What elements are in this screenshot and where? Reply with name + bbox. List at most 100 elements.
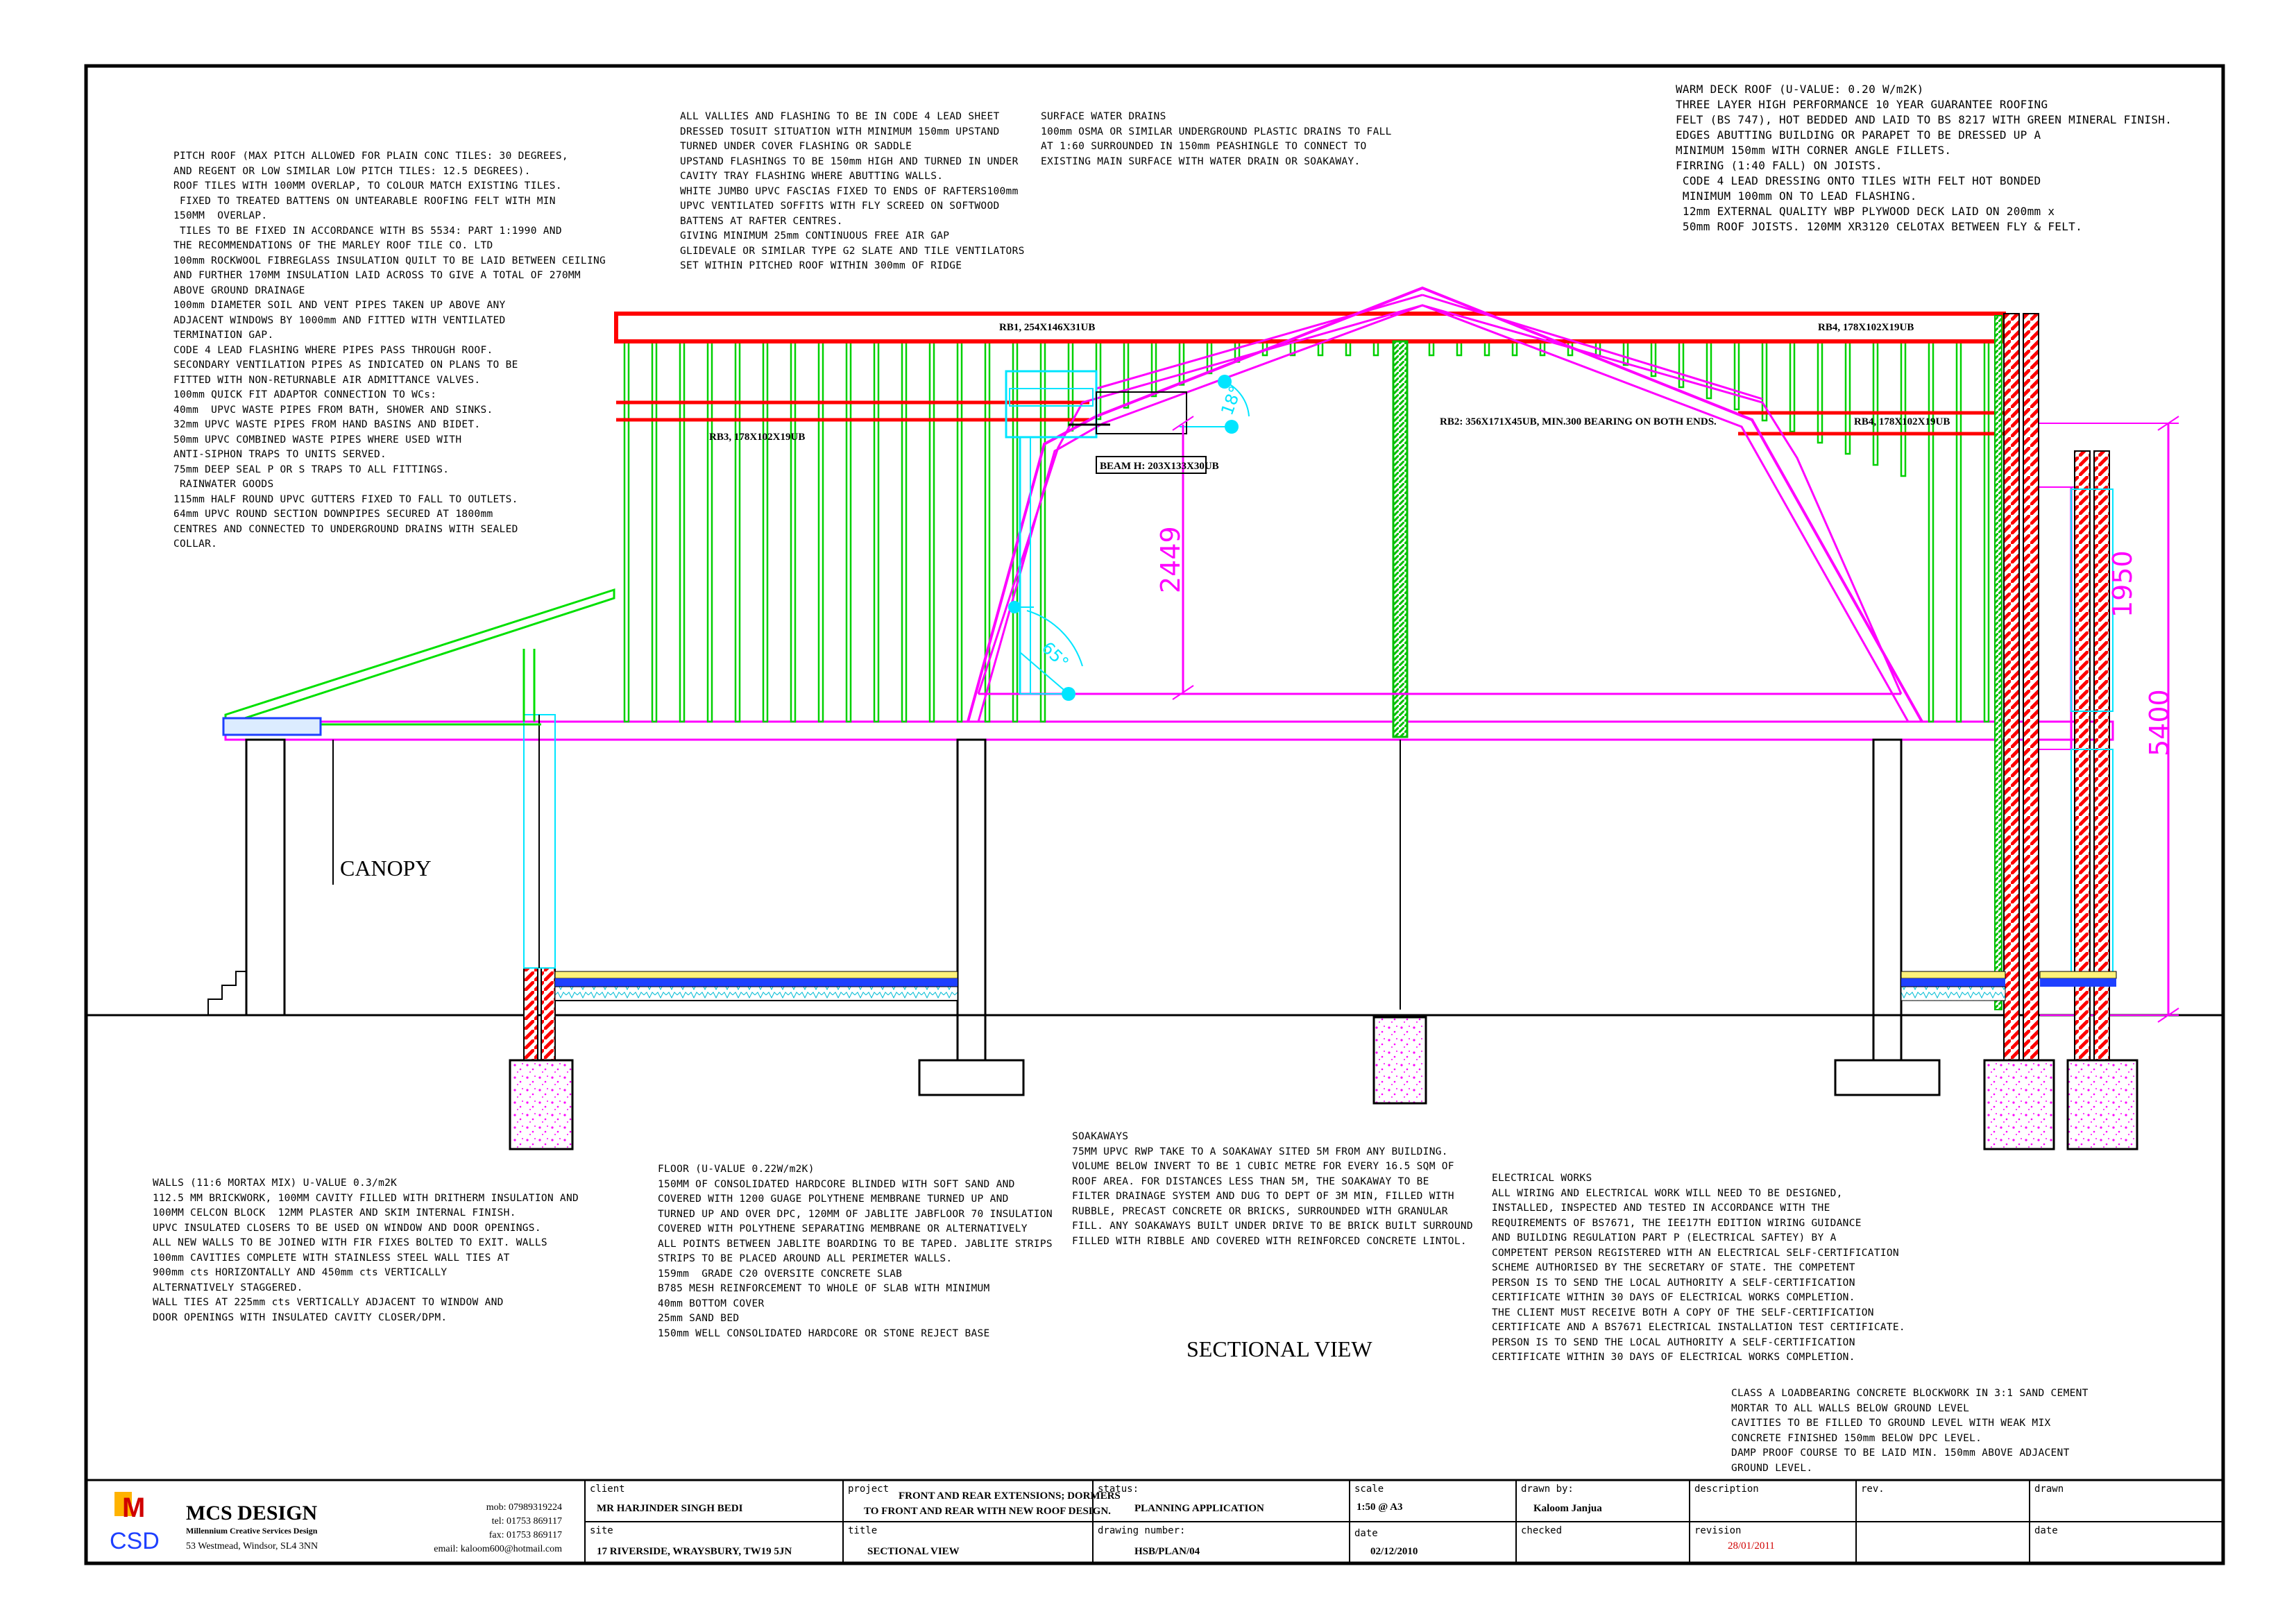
- note-line: COMPETENT PERSON REGISTERED WITH AN ELEC…: [1492, 1247, 1899, 1259]
- note-line: DOOR OPENINGS WITH INSULATED CAVITY CLOS…: [153, 1311, 448, 1323]
- logo-m: M: [122, 1493, 145, 1523]
- label-canopy: CANOPY: [340, 856, 432, 881]
- note-line: ELECTRICAL WORKS: [1492, 1173, 1592, 1184]
- floor-slab-front: [554, 971, 958, 1001]
- central-post: [1392, 340, 1409, 738]
- stud: [1012, 340, 1019, 723]
- client-value: MR HARJINDER SINGH BEDI: [597, 1503, 743, 1514]
- note-line: ANTI-SIPHON TRAPS TO UNITS SERVED.: [173, 449, 387, 460]
- stud: [1817, 340, 1823, 444]
- stud: [1622, 340, 1629, 366]
- stud: [1955, 340, 1962, 723]
- label-rb2: RB2: 356X171X45UB, MIN.300 BEARING ON BO…: [1440, 416, 1717, 427]
- note-line: CERTIFICATE WITHIN 30 DAYS OF ELECTRICAL…: [1492, 1292, 1855, 1303]
- note-line: SURFACE WATER DRAINS: [1041, 111, 1166, 122]
- note-line: WHITE JUMBO UPVC FASCIAS FIXED TO ENDS O…: [680, 185, 1019, 197]
- note-line: UPVC VENTILATED SOFFITS WITH FLY SCREED …: [680, 201, 1000, 212]
- note-line: CONCRETE FINISHED 150mm BELOW DPC LEVEL.: [1731, 1432, 1982, 1444]
- dim-node-2: [1008, 601, 1021, 613]
- note-line: ABOVE GROUND DRAINAGE: [173, 284, 305, 296]
- notes-pitch-roof: PITCH ROOF (MAX PITCH ALLOWED FOR PLAIN …: [173, 149, 606, 552]
- note-line: ALL NEW WALLS TO BE JOINED WITH FIR FIXE…: [153, 1237, 547, 1248]
- note-line: 100mm CAVITIES COMPLETE WITH STAINLESS S…: [153, 1252, 510, 1264]
- note-line: SECONDARY VENTILATION PIPES AS INDICATED…: [173, 359, 518, 371]
- note-line: FILTER DRAINAGE SYSTEM AND DUG TO DEPT O…: [1072, 1191, 1454, 1202]
- note-line: AT 1:60 SURROUNDED IN 150mm PEASHINGLE T…: [1041, 141, 1367, 152]
- canopy-gutter: [222, 717, 322, 736]
- roof-rafter-left: [1096, 294, 1423, 390]
- note-line: VOLUME BELOW INVERT TO BE 1 CUBIC METRE …: [1072, 1161, 1454, 1172]
- stud: [623, 340, 630, 723]
- client-head: client: [590, 1484, 625, 1495]
- revision-value: 28/01/2011: [1728, 1540, 1775, 1552]
- note-line: UPSTAND FLASHINGS TO BE 150mm HIGH AND T…: [680, 155, 1019, 167]
- note-line: 25mm SAND BED: [658, 1313, 740, 1324]
- stud: [706, 340, 713, 723]
- roof-rafter-right: [1422, 294, 1763, 400]
- rear-window-upper: [2070, 488, 2114, 712]
- dim-node-1: [1062, 687, 1075, 701]
- label-rb4-top: RB4, 178X102X19UB: [1818, 322, 1914, 333]
- notes-valleys: ALL VALLIES AND FLASHING TO BE IN CODE 4…: [680, 110, 1055, 274]
- note-line: EXISTING MAIN SURFACE WITH WATER DRAIN O…: [1041, 155, 1361, 167]
- stud: [873, 340, 880, 723]
- site-value: 17 RIVERSIDE, WRAYSBURY, TW19 5JN: [597, 1546, 792, 1557]
- notes-warm-deck: WARM DECK ROOF (U-VALUE: 0.20 W/m2K) THRE…: [1676, 82, 2217, 235]
- front-steps: [207, 971, 246, 1015]
- note-line: INSTALLED, INSPECTED AND TESTED IN ACCOR…: [1492, 1203, 1830, 1214]
- roof-ceiling-line: [977, 304, 1903, 695]
- dormer-lintel: [1009, 388, 1094, 407]
- note-line: REQUIREMENTS OF BS7671, THE IEE17TH EDIT…: [1492, 1217, 1862, 1229]
- note-line: ALL POINTS BETWEEN JABLITE BOARDING TO B…: [658, 1238, 1053, 1250]
- note-line: TERMINATION GAP.: [173, 330, 274, 341]
- date-value: 02/12/2010: [1370, 1546, 1418, 1557]
- roof-outer: [967, 286, 1923, 722]
- date-head: date: [1354, 1528, 1378, 1539]
- drawing-number-value: HSB/PLAN/04: [1134, 1546, 1200, 1557]
- note-line: TURNED UNDER COVER FLASHING OR SADDLE: [680, 141, 912, 152]
- note-line: 159mm GRADE C20 OVERSITE CONCRETE SLAB: [658, 1268, 903, 1280]
- note-line: FIRRING (1:40 FALL) ON JOISTS.: [1676, 159, 1882, 172]
- drawing-border: [84, 64, 2225, 1565]
- pad-front: [918, 1059, 1025, 1096]
- dim-2449-tick-top: [1172, 416, 1194, 431]
- note-line: PERSON IS TO SEND THE LOCAL AUTHORITY A …: [1492, 1277, 1855, 1289]
- stud: [1789, 340, 1796, 433]
- note-line: 50mm ROOF JOISTS. 120MM XR3120 CELOTAX B…: [1676, 220, 2083, 233]
- company-mob: mob: 07989319224: [486, 1502, 562, 1513]
- rear-wall-outer: [2003, 313, 2020, 1071]
- note-line: TILES TO BE FIXED IN ACCORDANCE WITH BS …: [173, 225, 562, 237]
- foundation-rear-2: [2066, 1059, 2138, 1150]
- note-line: COVERED WITH POLYTHENE SEPARATING MEMBRA…: [658, 1223, 1028, 1234]
- note-line: 900mm cts HORIZONTALLY AND 450mm cts VER…: [153, 1267, 448, 1278]
- stud: [790, 340, 797, 723]
- note-line: THREE LAYER HIGH PERFORMANCE 10 YEAR GUA…: [1676, 98, 2048, 111]
- note-line: COVERED WITH 1200 GUAGE POLYTHENE MEMBRA…: [658, 1193, 1009, 1205]
- stud: [1067, 340, 1074, 432]
- label-1950: 1950: [2107, 550, 2138, 618]
- note-line: RUBBLE, PRECAST CONCRETE OR BRICKS, SURR…: [1072, 1205, 1448, 1217]
- stud: [1900, 340, 1907, 477]
- note-line: AND BUILDING REGULATION PART P (ELECTRIC…: [1492, 1232, 1837, 1243]
- note-line: 75mm DEEP SEAL P OR S TRAPS TO ALL FITTI…: [173, 464, 450, 475]
- status-head: status:: [1098, 1484, 1139, 1495]
- note-line: WARM DECK ROOF (U-VALUE: 0.20 W/m2K): [1676, 83, 1924, 96]
- timber-studs: [623, 340, 1990, 723]
- note-line: 40mm BOTTOM COVER: [658, 1298, 765, 1309]
- label-rb1: RB1, 254X146X31UB: [999, 322, 1095, 333]
- note-line: CERTIFICATE WITHIN 30 DAYS OF ELECTRICAL…: [1492, 1352, 1855, 1363]
- rear-timber-post: [1994, 315, 2002, 1010]
- note-line: 150MM OVERLAP.: [173, 210, 268, 221]
- note-line: CLASS A LOADBEARING CONCRETE BLOCKWORK I…: [1731, 1388, 2089, 1399]
- stud: [734, 340, 741, 723]
- column-front: [956, 738, 987, 1071]
- drawing-number-head: drawing number:: [1098, 1525, 1185, 1536]
- pad-rear: [1834, 1059, 1941, 1096]
- note-line: THE CLIENT MUST RECEIVE BOTH A COPY OF T…: [1492, 1307, 1874, 1318]
- dormer-angle-line: [1019, 652, 1069, 695]
- title-head: title: [848, 1525, 877, 1536]
- angle-18-arc: [1224, 381, 1250, 417]
- note-line: GROUND LEVEL.: [1731, 1462, 1813, 1474]
